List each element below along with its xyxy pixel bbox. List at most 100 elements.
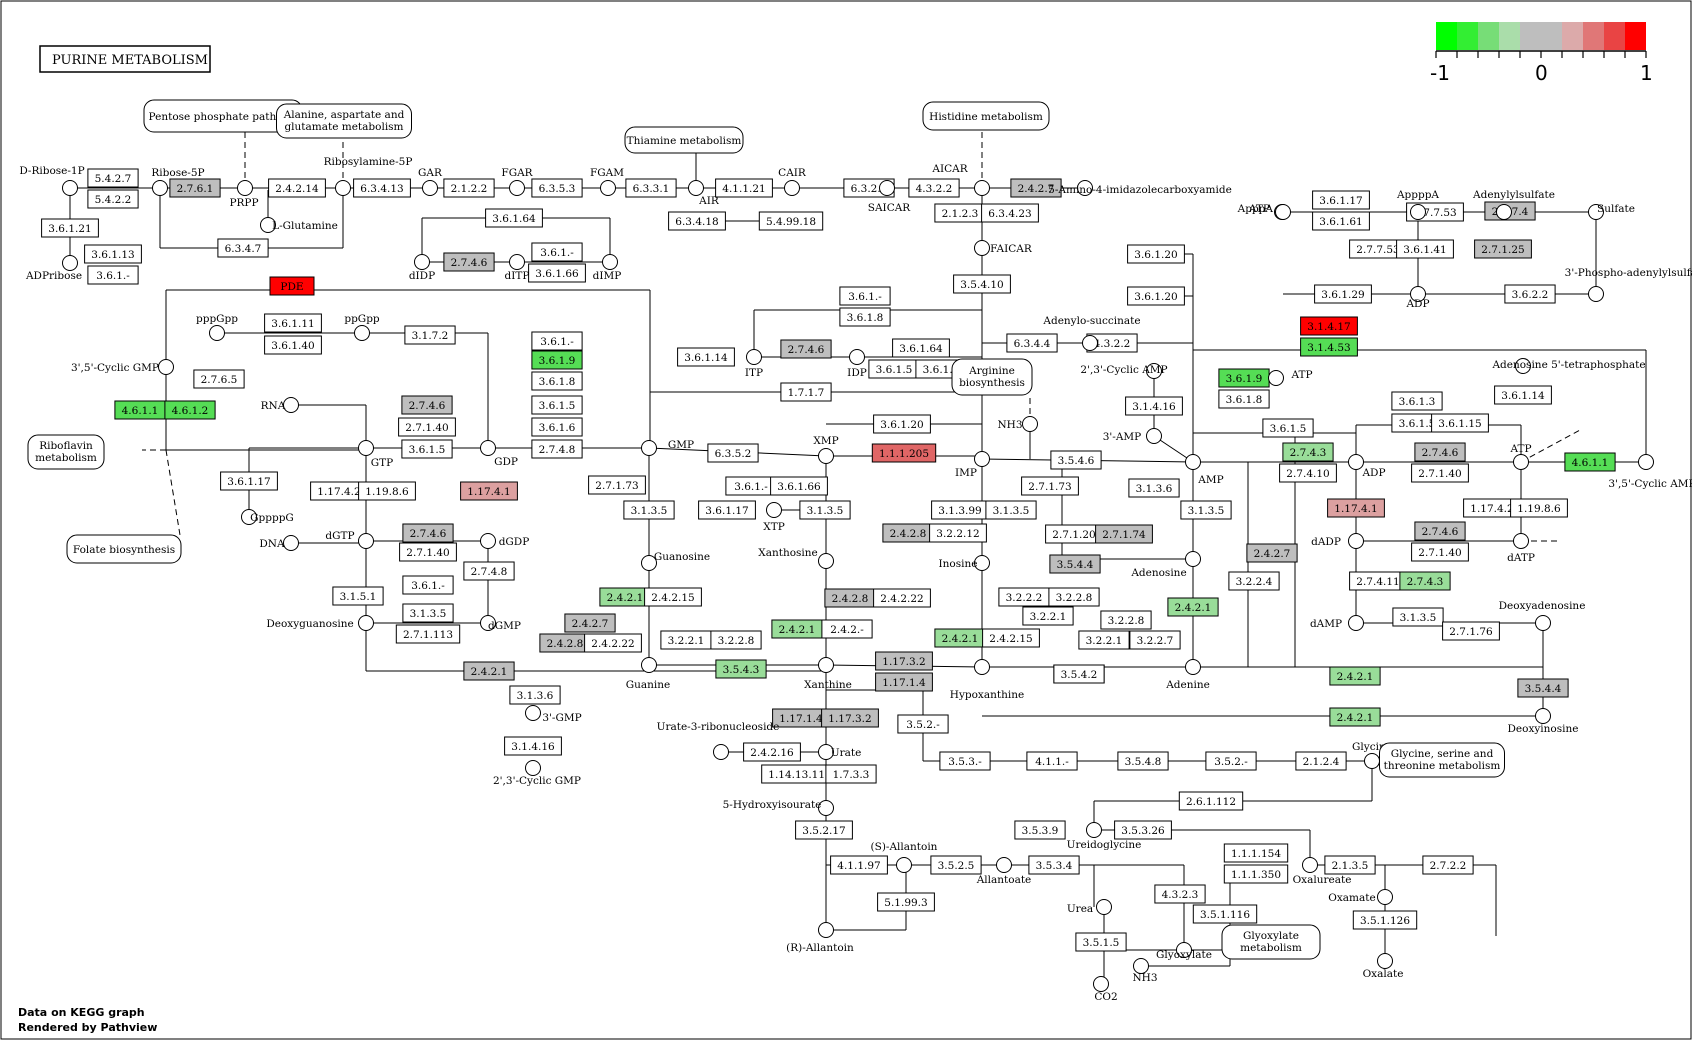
enzyme-box-3-5-3-9 xyxy=(1014,820,1066,840)
pathway-label-thiamine-metabolism[interactable]: Thiamine metabolism xyxy=(627,135,742,147)
compound-fgam xyxy=(600,180,616,196)
compound-adenylylsulfate xyxy=(1496,204,1512,220)
enzyme-box-3-1-3-5 xyxy=(1392,607,1444,627)
compound-damp xyxy=(1348,615,1364,631)
enzyme-box-2-4-2-22 xyxy=(584,633,642,653)
compound-deoxyguanosine xyxy=(358,615,374,631)
scale-swatch xyxy=(1583,22,1604,50)
pathway-label-riboflavin-metabolism[interactable]: metabolism xyxy=(35,452,97,464)
enzyme-box-2-7-4-6 xyxy=(401,395,453,415)
enzyme-label-3-6-1-66: 3.6.1.66 xyxy=(777,481,821,493)
pathway-box-glycine-serine-and-threonine-metabolism[interactable] xyxy=(1379,742,1505,778)
enzyme-box-2-7-4-6 xyxy=(443,252,495,272)
enzyme-box-3-5-3 xyxy=(939,751,991,771)
enzyme-box-3-5-2 xyxy=(897,714,949,734)
enzyme-label-3-1-3-99: 3.1.3.99 xyxy=(938,505,981,517)
compound-gar xyxy=(422,180,438,196)
enzyme-box-3-1-3-5 xyxy=(623,500,675,520)
enzyme-label-3-6-1-6: 3.6.1.6 xyxy=(923,364,960,376)
enzyme-label-3-2-2-1: 3.2.2.1 xyxy=(1086,635,1123,647)
enzyme-box-2-4-2-1 xyxy=(463,661,515,681)
pathway-label-riboflavin-metabolism[interactable]: Riboflavin xyxy=(39,440,93,452)
pathway-box-thiamine-metabolism[interactable] xyxy=(624,126,744,154)
compound-dna xyxy=(283,535,299,551)
compound-prpp xyxy=(237,180,253,196)
enzyme-label-3-1-3-6: 3.1.3.6 xyxy=(517,690,554,702)
enzyme-label-1-17-3-2: 1.17.3.2 xyxy=(828,713,871,725)
scale-swatch xyxy=(1541,22,1562,50)
pathway-box-folate-biosynthesis[interactable] xyxy=(66,534,182,564)
enzyme-box-3-1-4-17 xyxy=(1300,316,1358,336)
compound-2-3-cyclic-amp xyxy=(1146,363,1162,379)
enzyme-label-3-6-1-64: 3.6.1.64 xyxy=(899,343,943,355)
enzyme-box-1-19-8-6 xyxy=(358,481,416,501)
enzyme-label-1-17-3-2: 1.17.3.2 xyxy=(882,656,925,668)
pathway-label-glyoxylate-metabolism[interactable]: metabolism xyxy=(1240,942,1302,954)
enzyme-box-1-17-4-1 xyxy=(460,481,518,501)
pathway-label-glycine-serine-and-threonine-metabolism[interactable]: threonine metabolism xyxy=(1384,760,1501,772)
pathway-label-arginine-biosynthesis[interactable]: biosynthesis xyxy=(959,377,1025,389)
compound-label-urea: Urea xyxy=(1067,903,1093,915)
pathway-box-alanine-aspartate-and-glutamate-metabolism[interactable] xyxy=(276,103,412,139)
enzyme-box-3-6-1-8 xyxy=(1218,389,1270,409)
enzyme-label-3-6-1: 3.6.1.- xyxy=(540,247,574,259)
enzyme-label-2-4-2-7: 2.4.2.7 xyxy=(1254,548,1291,560)
compound-label-damp: dAMP xyxy=(1310,618,1342,630)
compound-urate xyxy=(818,744,834,760)
enzyme-label-3-6-1-8: 3.6.1.8 xyxy=(847,312,884,324)
enzyme-label-6-3-4-4: 6.3.4.4 xyxy=(1014,338,1051,350)
enzyme-label-2-7-4-6: 2.7.4.6 xyxy=(409,400,446,412)
enzyme-label-3-6-1-40: 3.6.1.40 xyxy=(271,340,314,352)
compound-faicar xyxy=(974,240,990,256)
enzyme-box-2-7-4-6 xyxy=(402,523,454,543)
pathway-label-alanine-aspartate-and-glutamate-metabolism[interactable]: Alanine, aspartate and xyxy=(283,109,405,121)
enzyme-label-3-6-1-3: 3.6.1.3 xyxy=(1399,396,1436,408)
pathway-box-histidine-metabolism[interactable] xyxy=(922,101,1050,131)
scale-swatch xyxy=(1625,22,1646,50)
enzyme-box-3-6-1-29 xyxy=(1314,284,1372,304)
compound-label-imp: IMP xyxy=(955,467,977,479)
pathway-label-folate-biosynthesis[interactable]: Folate biosynthesis xyxy=(73,544,175,556)
enzyme-label-2-4-2-1: 2.4.2.1 xyxy=(1337,712,1374,724)
compound-adenylo-succinate xyxy=(1082,335,1098,351)
enzyme-box-6-3-4-23 xyxy=(981,203,1039,223)
compound-label-adp: ADP xyxy=(1361,467,1385,479)
pathway-label-glycine-serine-and-threonine-metabolism[interactable]: Glycine, serine and xyxy=(1391,748,1494,760)
enzyme-box-3-6-1-40 xyxy=(264,335,322,355)
compound-gppppg xyxy=(241,509,257,525)
pathway-label-alanine-aspartate-and-glutamate-metabolism[interactable]: glutamate metabolism xyxy=(284,121,403,133)
footer-line-rendered: Rendered by Pathview xyxy=(18,1021,157,1034)
scale-swatch xyxy=(1478,22,1499,50)
enzyme-label-3-6-1-20: 3.6.1.20 xyxy=(1134,291,1177,303)
enzyme-box-3-6-1 xyxy=(87,265,139,285)
pathway-label-glyoxylate-metabolism[interactable]: Glyoxylate xyxy=(1243,930,1299,942)
enzyme-box-3-6-1-21 xyxy=(41,218,99,238)
enzyme-label-4-6-1-2: 4.6.1.2 xyxy=(172,405,209,417)
enzyme-label-3-2-2-8: 3.2.2.8 xyxy=(1108,615,1145,627)
compound-co2 xyxy=(1093,976,1109,992)
pathway-box-riboflavin-metabolism[interactable] xyxy=(27,434,105,470)
enzyme-label-4-6-1-1: 4.6.1.1 xyxy=(122,405,159,417)
enzyme-box-3-6-1-8 xyxy=(531,371,583,391)
enzyme-label-3-5-4-3: 3.5.4.3 xyxy=(723,664,760,676)
compound-label-nh3: NH3 xyxy=(1132,972,1157,984)
pathway-box-glyoxylate-metabolism[interactable] xyxy=(1221,924,1321,960)
enzyme-label-6-3-5-3: 6.3.5.3 xyxy=(539,183,576,195)
compound-label-adenosine: Adenosine xyxy=(1130,567,1186,579)
compound-adp xyxy=(1348,454,1364,470)
pathway-label-arginine-biosynthesis[interactable]: Arginine xyxy=(968,365,1015,377)
enzyme-label-3-2-2-4: 3.2.2.4 xyxy=(1236,576,1273,588)
enzyme-box-2-7-1-74 xyxy=(1095,524,1153,544)
pathway-box-arginine-biosynthesis[interactable] xyxy=(951,358,1033,396)
enzyme-box-3-6-1-5 xyxy=(1262,418,1314,438)
compound-rna xyxy=(283,397,299,413)
compound-label-5-hydroxyisourate: 5-Hydroxyisourate xyxy=(723,799,822,811)
enzyme-label-2-4-2-16: 2.4.2.16 xyxy=(750,747,794,759)
compound-label-deoxyguanosine: Deoxyguanosine xyxy=(266,618,353,630)
enzyme-label-5-4-99-18: 5.4.99.18 xyxy=(766,216,816,228)
enzyme-box-1-19-8-6 xyxy=(1510,498,1568,518)
pathway-label-pentose-phosphate-pathway[interactable]: Pentose phosphate pathway xyxy=(149,111,298,123)
enzyme-label-2-7-4-11: 2.7.4.11 xyxy=(1356,576,1399,588)
pathway-label-histidine-metabolism[interactable]: Histidine metabolism xyxy=(929,111,1043,123)
compound-adenosine xyxy=(1185,551,1201,567)
